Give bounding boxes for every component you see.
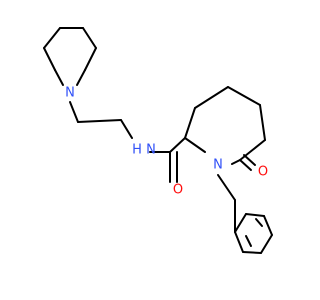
- ketone-oxygen-label: O: [258, 165, 268, 180]
- ketone-bond: [239, 159, 252, 171]
- azepane-bond: [194, 86, 229, 109]
- azepane-n-bond: [231, 159, 241, 165]
- ketone-double-bond: [243, 154, 256, 166]
- benzene-inner-double-bond: [255, 218, 263, 227]
- piperidine-n-bond: [76, 69, 86, 86]
- ring-nitrogen-label: N: [213, 158, 223, 173]
- benzene-bond: [234, 213, 247, 233]
- ethyl-nh-bond: [120, 119, 133, 139]
- amide-c-ring-bond: [169, 137, 186, 153]
- azepane-bond: [239, 139, 266, 161]
- piperidine-bond: [43, 47, 56, 71]
- benzene-bond: [263, 215, 273, 236]
- benzene-inner-double-bond: [245, 235, 252, 247]
- benzene-bond: [260, 234, 273, 254]
- piperidine-bond: [43, 27, 61, 49]
- piperidine-bond: [84, 47, 97, 71]
- ethyl-bond: [77, 119, 122, 123]
- piperidine-n-bond: [54, 69, 64, 86]
- amide-oxygen-label: O: [173, 183, 183, 198]
- piperidine-bond: [82, 27, 97, 49]
- azepane-bond: [184, 107, 196, 139]
- amide-nitrogen-label: N: [146, 143, 156, 158]
- ethyl-bond: [69, 101, 79, 123]
- benzene-bond: [245, 213, 265, 217]
- benzyl-ch2-bond: [217, 174, 236, 201]
- amide-hydrogen-label: H: [132, 143, 142, 158]
- azepane-n-bond: [184, 137, 206, 153]
- azepane-bond: [259, 104, 266, 141]
- benzene-bond: [234, 231, 244, 253]
- piperidine-nitrogen-label: N: [65, 86, 75, 101]
- azepane-bond: [227, 86, 261, 106]
- benzene-bond: [242, 251, 262, 254]
